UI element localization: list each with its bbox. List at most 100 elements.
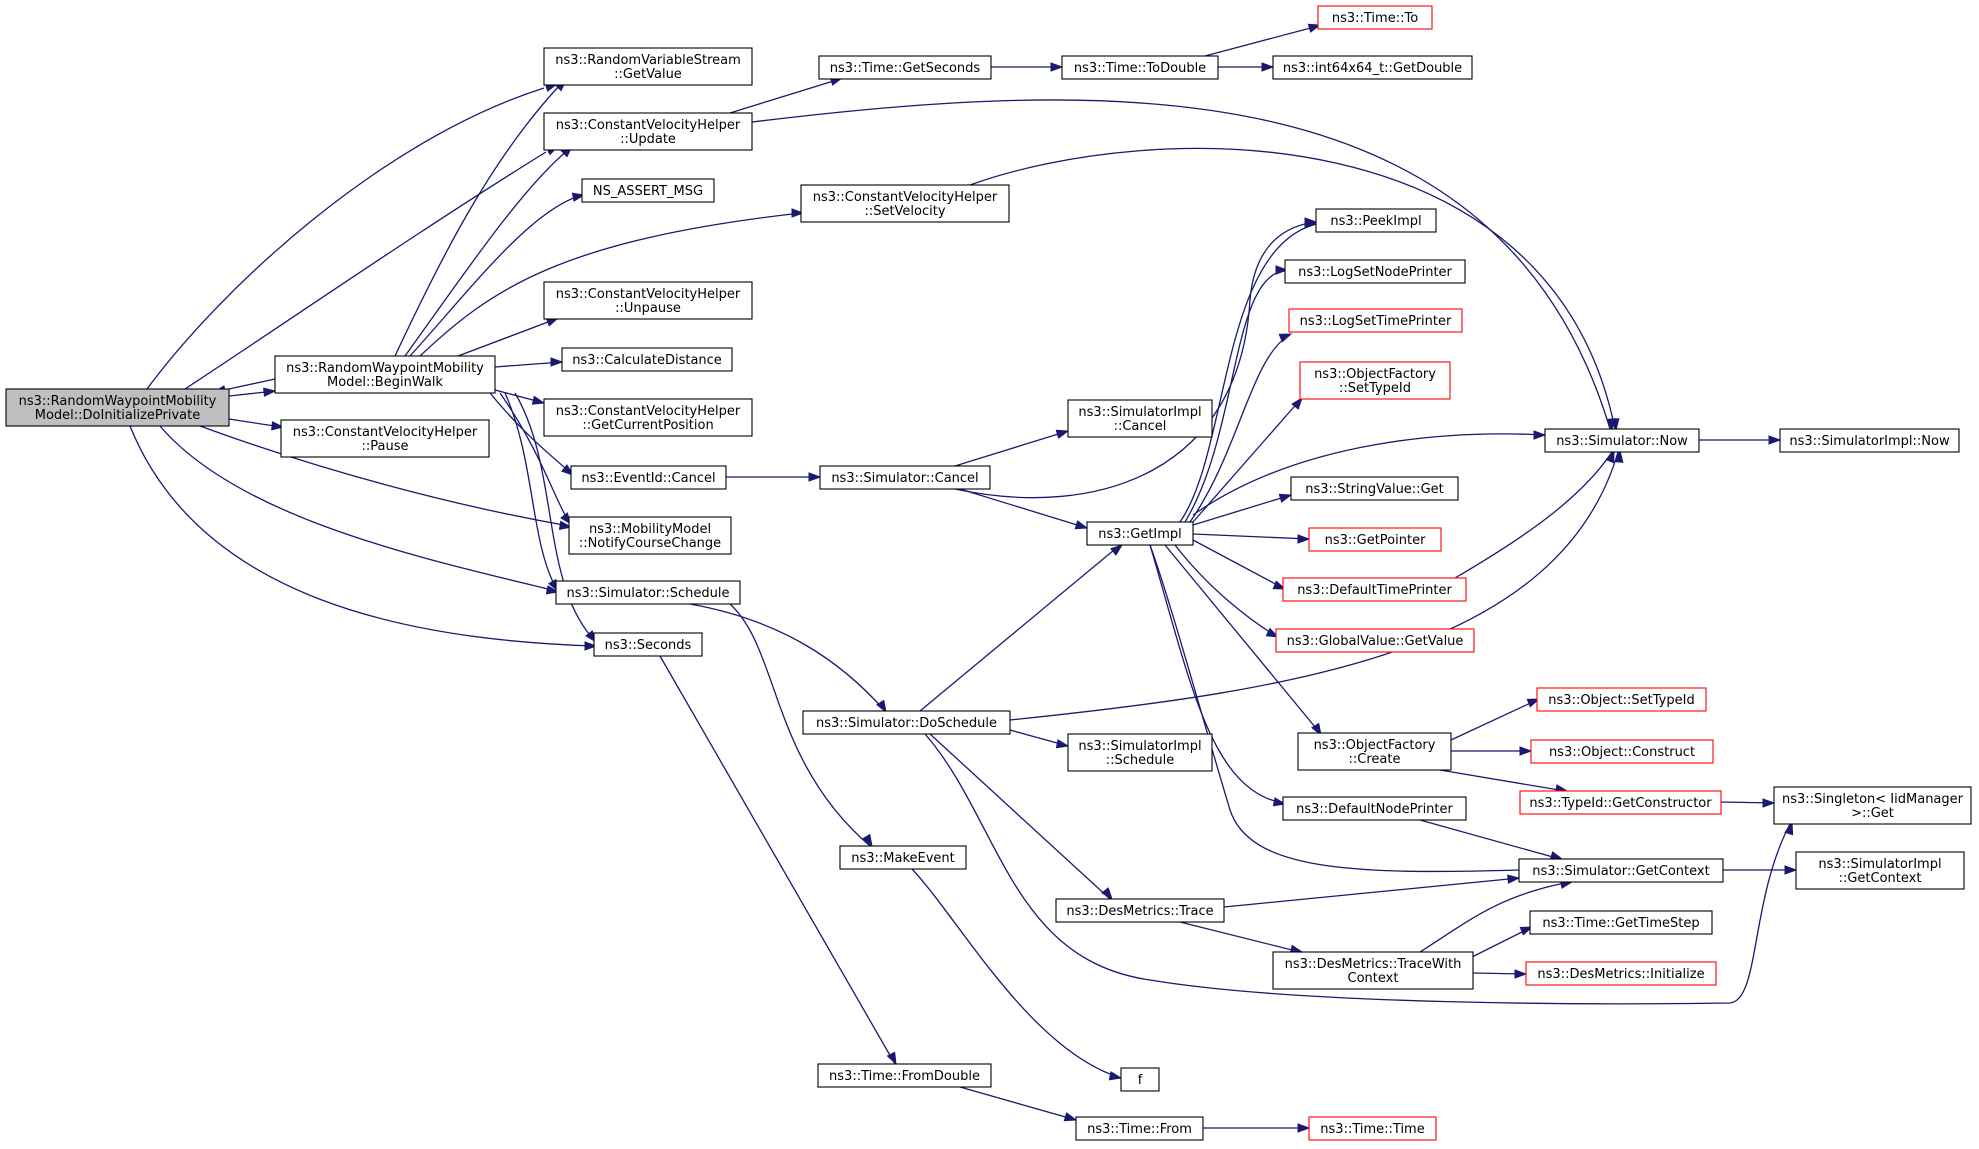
edge-line bbox=[409, 194, 583, 357]
arrowhead-icon bbox=[1055, 739, 1070, 749]
node-timetime[interactable]: ns3::Time::Time bbox=[1308, 1116, 1437, 1141]
node-simgetctx[interactable]: ns3::Simulator::GetContext bbox=[1518, 858, 1724, 883]
node-getimpl[interactable]: ns3::GetImpl bbox=[1086, 521, 1194, 546]
node-calc[interactable]: ns3::CalculateDistance bbox=[561, 347, 733, 372]
arrowhead-icon bbox=[1272, 580, 1287, 590]
node-fromdouble[interactable]: ns3::Time::FromDouble bbox=[817, 1063, 992, 1088]
node-box bbox=[1055, 898, 1225, 923]
arrowhead-icon bbox=[1605, 449, 1615, 464]
node-simnow[interactable]: ns3::Simulator::Now bbox=[1544, 428, 1700, 453]
node-desmetrace[interactable]: ns3::DesMetrics::Trace bbox=[1055, 898, 1225, 923]
node-cvpause[interactable]: ns3::ConstantVelocityHelper::Pause bbox=[280, 419, 490, 458]
node-mmncc[interactable]: ns3::MobilityModel::NotifyCourseChange bbox=[568, 516, 732, 555]
node-label: ns3::PeekImpl bbox=[1330, 214, 1421, 229]
node-ofsettype[interactable]: ns3::ObjectFactory::SetTypeId bbox=[1299, 361, 1451, 400]
node-ofcreate[interactable]: ns3::ObjectFactory::Create bbox=[1297, 732, 1452, 771]
node-cvu[interactable]: ns3::ConstantVelocityHelper::Update bbox=[543, 112, 753, 151]
node-timeto[interactable]: ns3::Time::To bbox=[1317, 5, 1433, 30]
node-simimplcancel[interactable]: ns3::SimulatorImpl::Cancel bbox=[1067, 399, 1213, 438]
node-assert[interactable]: NS_ASSERT_MSG bbox=[581, 178, 715, 203]
node-gettimestep[interactable]: ns3::Time::GetTimeStep bbox=[1529, 910, 1713, 935]
edge-simsched-to-dosched bbox=[689, 603, 887, 714]
edge-line bbox=[1174, 544, 1277, 637]
node-label: ns3::Object::SetTypeId bbox=[1548, 693, 1694, 708]
edge-line bbox=[228, 378, 276, 390]
node-label: ::GetValue bbox=[614, 67, 682, 82]
node-label: ns3::Time::From bbox=[1087, 1122, 1192, 1137]
node-simimplsched[interactable]: ns3::SimulatorImpl::Schedule bbox=[1067, 733, 1213, 772]
edge-line bbox=[1204, 25, 1319, 57]
edge-line bbox=[514, 392, 595, 641]
node-getptr[interactable]: ns3::GetPointer bbox=[1308, 527, 1442, 552]
node-simimplnow[interactable]: ns3::SimulatorImpl::Now bbox=[1779, 428, 1960, 453]
arrowhead-icon bbox=[862, 833, 873, 848]
node-cvgcp[interactable]: ns3::ConstantVelocityHelper::GetCurrentP… bbox=[543, 398, 753, 437]
arrowhead-icon bbox=[1784, 865, 1798, 875]
node-logtime[interactable]: ns3::LogSetTimePrinter bbox=[1288, 308, 1463, 333]
node-label: ns3::DesMetrics::Initialize bbox=[1537, 967, 1704, 982]
node-lognode[interactable]: ns3::LogSetNodePrinter bbox=[1284, 259, 1466, 284]
node-label: ns3::ConstantVelocityHelper bbox=[293, 425, 478, 440]
node-todouble[interactable]: ns3::Time::ToDouble bbox=[1061, 55, 1219, 80]
node-cvsetvel[interactable]: ns3::ConstantVelocityHelper::SetVelocity bbox=[800, 184, 1010, 223]
edge-getimpl-to-gvget bbox=[1174, 544, 1280, 638]
node-gvget[interactable]: ns3::GlobalValue::GetValue bbox=[1275, 628, 1475, 653]
node-label: ns3::LogSetNodePrinter bbox=[1298, 265, 1452, 280]
node-simcancel[interactable]: ns3::Simulator::Cancel bbox=[819, 465, 991, 490]
node-tidgetctor[interactable]: ns3::TypeId::GetConstructor bbox=[1519, 790, 1722, 815]
node-evcancel[interactable]: ns3::EventId::Cancel bbox=[570, 465, 727, 490]
node-simsched[interactable]: ns3::Simulator::Schedule bbox=[555, 580, 741, 605]
edge-line bbox=[1450, 699, 1538, 741]
node-begin[interactable]: ns3::RandomWaypointMobilityModel::BeginW… bbox=[274, 355, 496, 394]
edge-line bbox=[146, 87, 545, 390]
node-dosched[interactable]: ns3::Simulator::DoSchedule bbox=[802, 710, 1011, 735]
node-rvs[interactable]: ns3::RandomVariableStream::GetValue bbox=[543, 47, 753, 86]
arrowhead-icon bbox=[545, 585, 560, 595]
node-peek[interactable]: ns3::PeekImpl bbox=[1315, 208, 1437, 233]
node-objconstruct[interactable]: ns3::Object::Construct bbox=[1530, 739, 1714, 764]
node-getsec[interactable]: ns3::Time::GetSeconds bbox=[818, 55, 992, 80]
edge-simnow-to-simimplnow bbox=[1699, 435, 1782, 445]
edge-root-to-cvpause bbox=[228, 418, 285, 431]
edge-line bbox=[954, 221, 1317, 499]
edge-root-to-begin bbox=[228, 387, 277, 397]
arrowhead-icon bbox=[1762, 798, 1776, 808]
arrowhead-icon bbox=[1768, 435, 1782, 445]
arrowhead-icon bbox=[584, 641, 598, 651]
node-box bbox=[1075, 1116, 1204, 1141]
node-root[interactable]: ns3::RandomWaypointMobilityModel::DoInit… bbox=[5, 388, 230, 427]
node-dminit[interactable]: ns3::DesMetrics::Initialize bbox=[1525, 961, 1717, 986]
edge-line bbox=[954, 430, 1069, 467]
edge-line bbox=[1192, 433, 1546, 516]
edge-line bbox=[129, 425, 595, 647]
node-label: ns3::ObjectFactory bbox=[1314, 738, 1436, 753]
edge-root-to-rvs bbox=[146, 82, 559, 390]
node-box bbox=[274, 355, 496, 394]
node-makeevent[interactable]: ns3::MakeEvent bbox=[839, 845, 967, 870]
edge-begin-to-cvgcp bbox=[494, 389, 546, 405]
edge-line bbox=[199, 425, 570, 527]
edge-dosched-to-getimpl bbox=[919, 544, 1124, 712]
node-singleton[interactable]: ns3::Singleton< IidManager >::Get bbox=[1773, 786, 1972, 825]
node-cvunpause[interactable]: ns3::ConstantVelocityHelper::Unpause bbox=[543, 281, 753, 320]
node-label: ns3::Time::To bbox=[1332, 11, 1418, 26]
node-objsettype[interactable]: ns3::Object::SetTypeId bbox=[1536, 687, 1707, 712]
node-label: ::NotifyCourseChange bbox=[579, 536, 721, 551]
node-label: ns3::GetPointer bbox=[1325, 533, 1426, 548]
node-deftime[interactable]: ns3::DefaultTimePrinter bbox=[1282, 577, 1467, 602]
edge-getimpl-to-simnow bbox=[1192, 430, 1547, 516]
node-label: ns3::DefaultTimePrinter bbox=[1297, 583, 1452, 598]
node-defnode[interactable]: ns3::DefaultNodePrinter bbox=[1282, 796, 1467, 821]
node-simimplctx[interactable]: ns3::SimulatorImpl::GetContext bbox=[1795, 851, 1965, 890]
node-f[interactable]: f bbox=[1120, 1067, 1160, 1092]
node-i64[interactable]: ns3::int64x64_t::GetDouble bbox=[1272, 55, 1473, 80]
edge-begin-to-assert bbox=[409, 192, 586, 357]
edge-line bbox=[1179, 223, 1317, 523]
node-timefrom[interactable]: ns3::Time::From bbox=[1075, 1116, 1204, 1141]
node-seconds[interactable]: ns3::Seconds bbox=[593, 632, 703, 657]
node-box bbox=[1308, 527, 1442, 552]
edge-deftime-to-simnow bbox=[1454, 449, 1615, 579]
edge-tidgetctor-to-singleton bbox=[1720, 798, 1776, 808]
node-strget[interactable]: ns3::StringValue::Get bbox=[1290, 476, 1459, 501]
